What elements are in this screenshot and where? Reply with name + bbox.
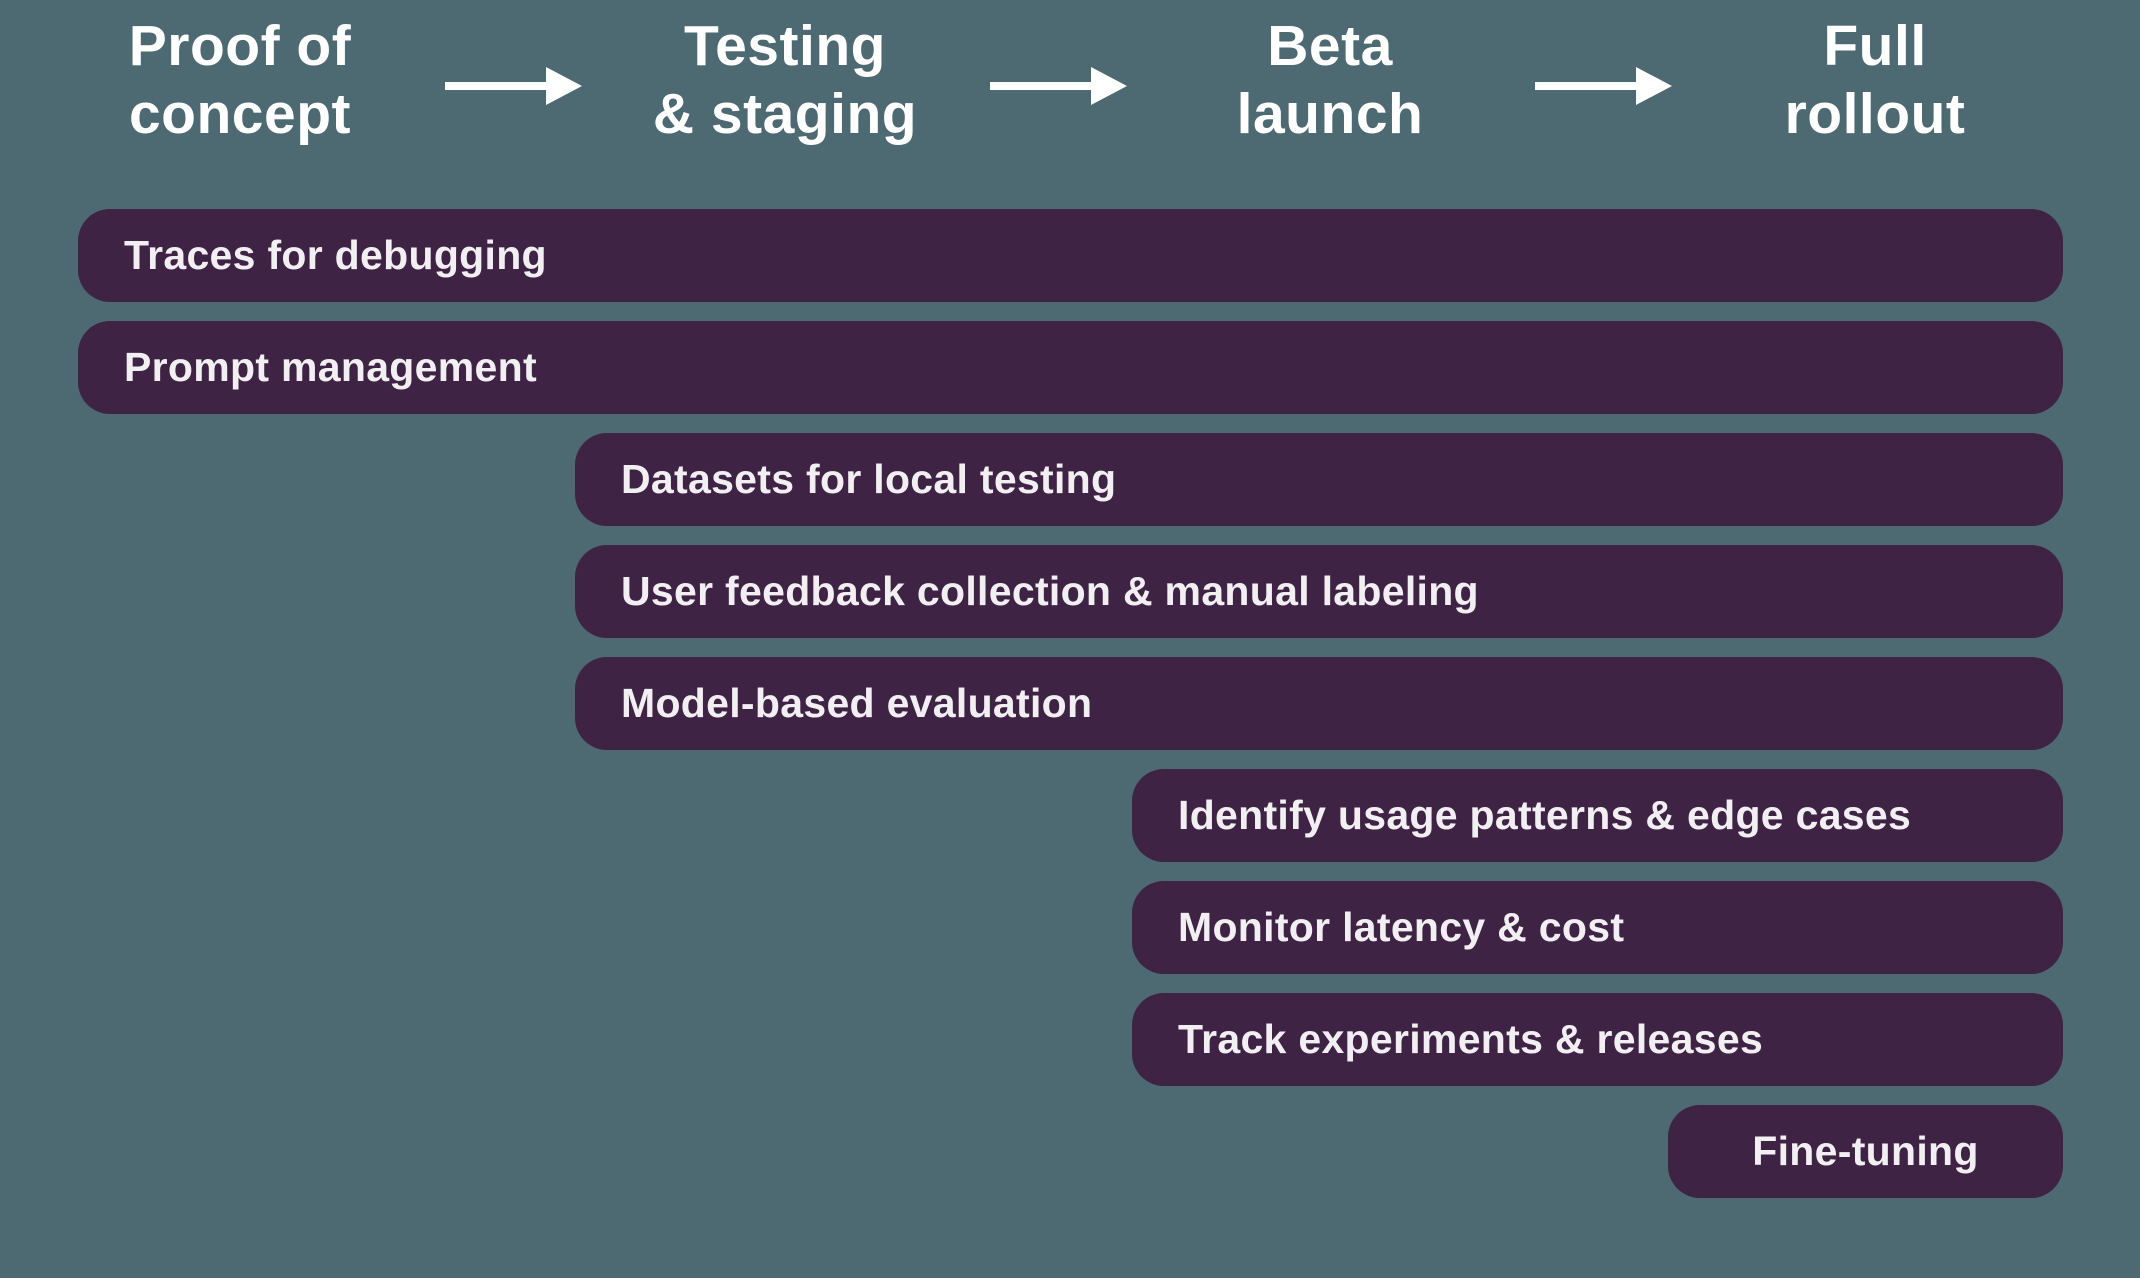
bar-user-feedback-collection-manual-labeling: User feedback collection & manual labeli… xyxy=(575,545,2063,638)
stage-label-line: Beta xyxy=(1267,14,1393,78)
bar-label: Prompt management xyxy=(124,344,537,390)
bar-label: Track experiments & releases xyxy=(1178,1016,1764,1062)
stage-label-line: Testing xyxy=(684,14,886,78)
stage-label-line: Proof of xyxy=(128,14,352,78)
stage-label-line: launch xyxy=(1236,82,1424,146)
bar-label: Monitor latency & cost xyxy=(1178,904,1625,950)
bar-label: Identify usage patterns & edge cases xyxy=(1178,792,1912,838)
arrow-right-icon xyxy=(990,67,1127,105)
arrow-right-icon xyxy=(445,67,582,105)
bar-track-experiments-releases: Track experiments & releases xyxy=(1132,993,2063,1086)
bar-monitor-latency-cost: Monitor latency & cost xyxy=(1132,881,2063,974)
stage-header-proof-of-concept: Proof of concept xyxy=(0,12,520,148)
bar-label: Traces for debugging xyxy=(124,232,547,278)
bar-label: Fine-tuning xyxy=(1752,1128,1979,1174)
stage-label-line: & staging xyxy=(652,82,918,146)
bar-label: Datasets for local testing xyxy=(621,456,1117,502)
stage-header-full-rollout: Full rollout xyxy=(1595,12,2140,148)
stage-label-line: concept xyxy=(128,82,352,146)
bar-traces-for-debugging: Traces for debugging xyxy=(78,209,2063,302)
bar-label: Model-based evaluation xyxy=(621,680,1093,726)
stage-label-line: rollout xyxy=(1784,82,1966,146)
stage-label-line: Full xyxy=(1823,14,1927,78)
arrow-right-icon xyxy=(1535,67,1672,105)
bar-identify-usage-patterns-edge-cases: Identify usage patterns & edge cases xyxy=(1132,769,2063,862)
bar-datasets-for-local-testing: Datasets for local testing xyxy=(575,433,2063,526)
stage-header-beta-launch: Beta launch xyxy=(1050,12,1610,148)
bar-label: User feedback collection & manual labeli… xyxy=(621,568,1479,614)
bar-fine-tuning: Fine-tuning xyxy=(1668,1105,2063,1198)
bar-prompt-management: Prompt management xyxy=(78,321,2063,414)
stage-header-testing-staging: Testing & staging xyxy=(505,12,1065,148)
bar-model-based-evaluation: Model-based evaluation xyxy=(575,657,2063,750)
